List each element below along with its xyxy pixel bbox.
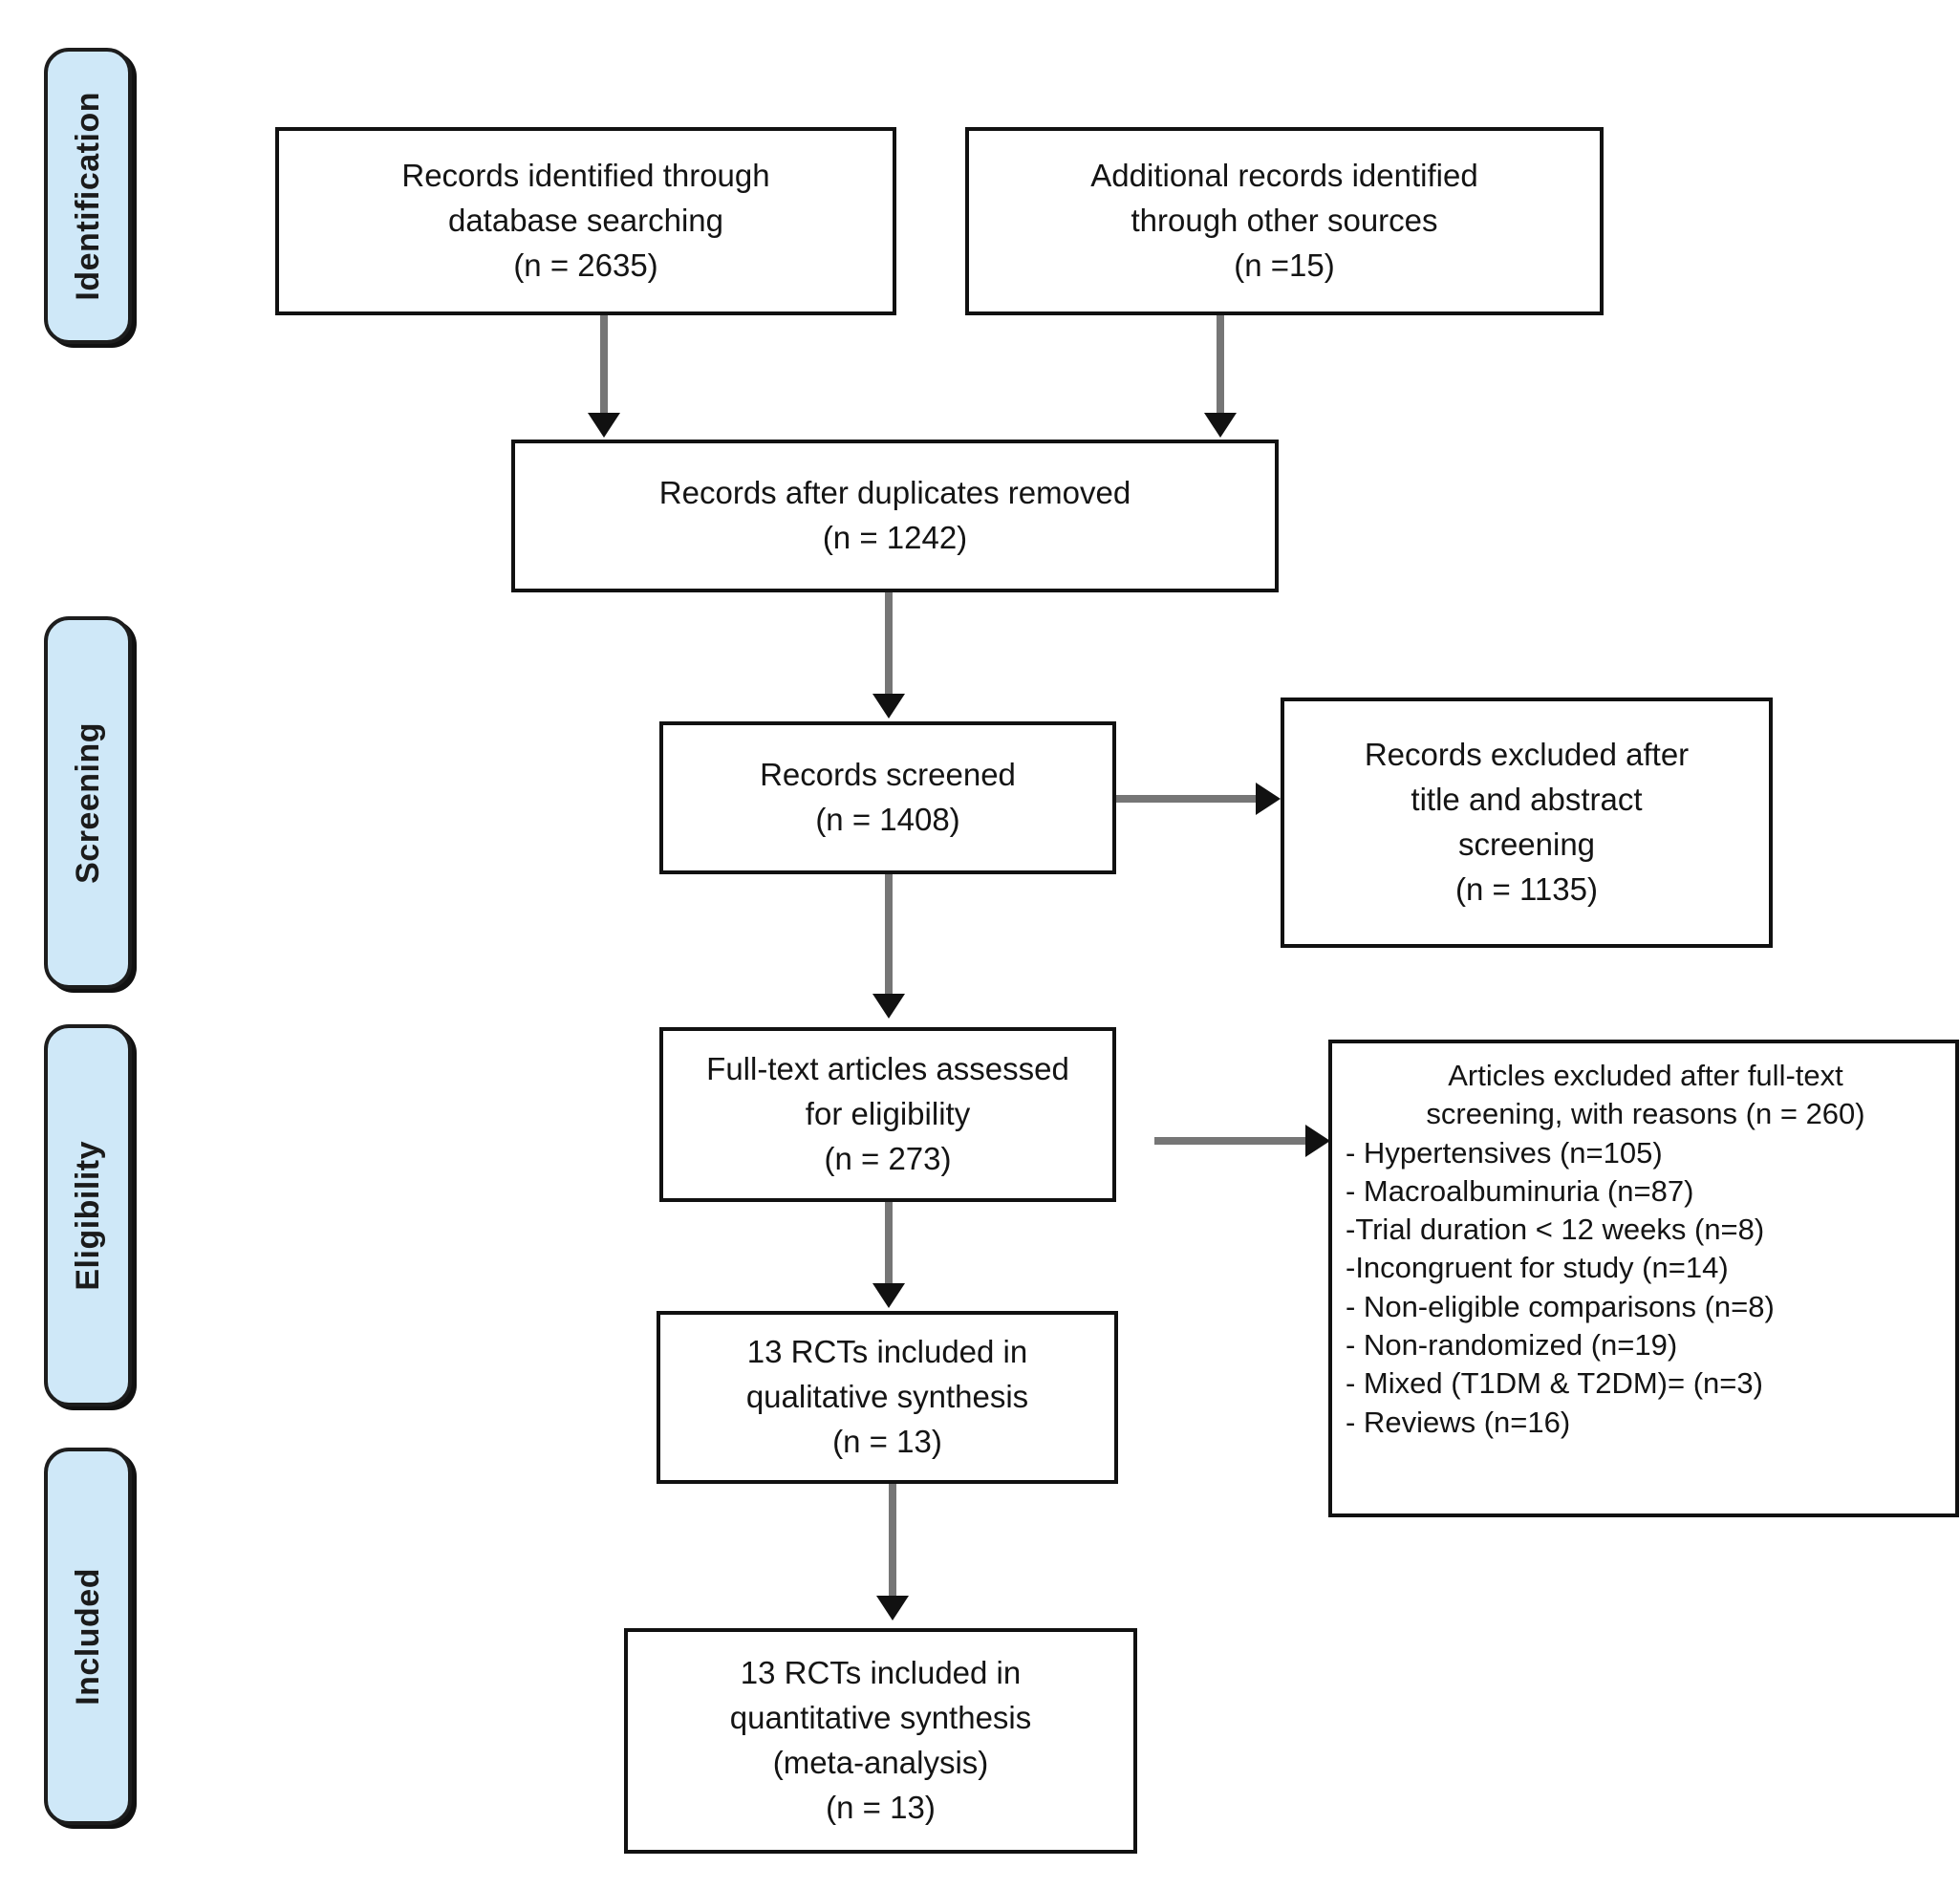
box-records-screened-line-1: Records screened bbox=[760, 757, 1016, 793]
stage-label-screening: Screening bbox=[44, 616, 132, 989]
connector-duplicates-to-screened bbox=[885, 592, 893, 699]
stage-label-identification-text: Identification bbox=[69, 91, 106, 301]
arrowhead-database-to-duplicates bbox=[588, 413, 620, 438]
box-quantitative-count: (n = 13) bbox=[826, 1789, 936, 1825]
stage-label-eligibility-text: Eligibility bbox=[69, 1140, 106, 1291]
box-quantitative-synthesis: 13 RCTs included in quantitative synthes… bbox=[624, 1628, 1137, 1854]
box-qualitative-line-1: 13 RCTs included in bbox=[746, 1334, 1028, 1370]
box-fulltext-count: (n = 273) bbox=[824, 1140, 952, 1176]
box-records-screened-count: (n = 1408) bbox=[815, 802, 960, 837]
stage-label-included-text: Included bbox=[69, 1567, 106, 1706]
arrowhead-duplicates-to-screened bbox=[872, 694, 905, 719]
articles-excluded-header-line-2: screening, with reasons (n = 260) bbox=[1426, 1097, 1865, 1131]
box-quantitative-line-2: quantitative synthesis bbox=[729, 1700, 1032, 1736]
arrowhead-screened-to-excluded bbox=[1256, 783, 1281, 815]
connector-fulltext-to-qualitative bbox=[885, 1202, 893, 1286]
connector-other-sources-to-duplicates bbox=[1217, 315, 1224, 419]
box-records-excluded-line-3: screening bbox=[1457, 826, 1596, 862]
arrowhead-qualitative-to-quantitative bbox=[876, 1596, 909, 1621]
exclusion-reason-incongruent-for-study: -Incongruent for study (n=14) bbox=[1346, 1251, 1729, 1285]
exclusion-reason-hypertensives: - Hypertensives (n=105) bbox=[1346, 1135, 1663, 1170]
box-duplicates-count: (n = 1242) bbox=[822, 520, 968, 555]
box-records-excluded-count: (n = 1135) bbox=[1455, 870, 1598, 907]
box-qualitative-line-2: qualitative synthesis bbox=[745, 1379, 1029, 1415]
box-records-identified-database: Records identified through database sear… bbox=[275, 127, 896, 315]
box-additional-records-other-sources: Additional records identified through ot… bbox=[965, 127, 1604, 315]
connector-database-to-duplicates bbox=[600, 315, 608, 419]
box-qualitative-synthesis: 13 RCTs included in qualitative synthesi… bbox=[657, 1311, 1118, 1484]
arrowhead-other-sources-to-duplicates bbox=[1204, 413, 1237, 438]
stage-label-included: Included bbox=[44, 1448, 132, 1825]
connector-screened-to-fulltext bbox=[885, 874, 893, 997]
connector-screened-to-excluded bbox=[1116, 795, 1260, 803]
articles-excluded-header-line-1: Articles excluded after full-text bbox=[1448, 1059, 1843, 1092]
box-records-after-duplicates-removed: Records after duplicates removed (n = 12… bbox=[511, 440, 1279, 592]
connector-qualitative-to-quantitative bbox=[889, 1484, 896, 1599]
exclusion-reason-mixed-t1dm-t2dm: - Mixed (T1DM & T2DM)= (n=3) bbox=[1346, 1366, 1763, 1401]
articles-excluded-header: Articles excluded after full-text screen… bbox=[1346, 1057, 1946, 1134]
exclusion-reason-non-eligible-comparisons: - Non-eligible comparisons (n=8) bbox=[1346, 1289, 1775, 1323]
box-records-excluded-line-2: title and abstract bbox=[1411, 782, 1643, 818]
stage-label-identification: Identification bbox=[44, 48, 132, 344]
box-fulltext-line-2: for eligibility bbox=[805, 1096, 971, 1132]
exclusion-reason-non-randomized: - Non-randomized (n=19) bbox=[1346, 1328, 1678, 1363]
stage-label-screening-text: Screening bbox=[69, 721, 106, 884]
connector-fulltext-to-articles-excluded bbox=[1154, 1137, 1309, 1145]
stage-label-eligibility: Eligibility bbox=[44, 1024, 132, 1406]
box-fulltext-articles-assessed: Full-text articles assessed for eligibil… bbox=[659, 1027, 1116, 1202]
box-records-identified-database-line-2: database searching bbox=[447, 203, 724, 239]
arrowhead-screened-to-fulltext bbox=[872, 994, 905, 1019]
box-records-screened: Records screened (n = 1408) bbox=[659, 721, 1116, 874]
box-fulltext-line-1: Full-text articles assessed bbox=[706, 1051, 1069, 1087]
box-records-excluded-line-1: Records excluded after bbox=[1364, 737, 1690, 773]
box-articles-excluded-with-reasons: Articles excluded after full-text screen… bbox=[1328, 1040, 1959, 1517]
box-duplicates-line-1: Records after duplicates removed bbox=[658, 475, 1131, 511]
box-records-excluded-title-abstract: Records excluded after title and abstrac… bbox=[1281, 698, 1773, 948]
arrowhead-fulltext-to-articles-excluded bbox=[1305, 1125, 1330, 1157]
box-records-identified-database-line-1: Records identified through bbox=[401, 158, 770, 194]
exclusion-reason-reviews: - Reviews (n=16) bbox=[1346, 1405, 1571, 1439]
arrowhead-fulltext-to-qualitative bbox=[872, 1283, 905, 1308]
exclusion-reason-trial-duration: -Trial duration < 12 weeks (n=8) bbox=[1346, 1213, 1765, 1247]
box-additional-records-count: (n =15) bbox=[1234, 247, 1335, 283]
box-additional-records-line-1: Additional records identified bbox=[1090, 158, 1478, 194]
box-quantitative-line-3: (meta-analysis) bbox=[772, 1745, 989, 1780]
box-records-identified-database-count: (n = 2635) bbox=[513, 247, 658, 283]
exclusion-reason-macroalbuminuria: - Macroalbuminuria (n=87) bbox=[1346, 1173, 1694, 1208]
box-quantitative-line-1: 13 RCTs included in bbox=[740, 1655, 1022, 1691]
box-qualitative-count: (n = 13) bbox=[832, 1423, 942, 1459]
box-additional-records-line-2: through other sources bbox=[1131, 203, 1438, 239]
